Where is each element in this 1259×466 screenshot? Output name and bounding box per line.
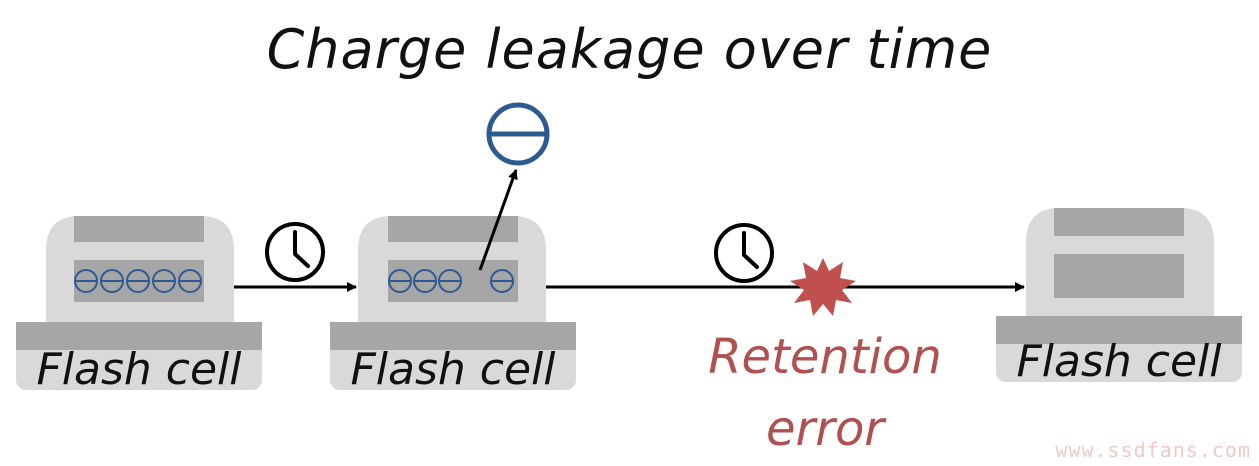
flash-cell-1 — [16, 216, 262, 390]
electron-group — [388, 269, 514, 293]
watermark: www.ssdfans.com — [1055, 438, 1251, 462]
floating-gate — [1054, 254, 1184, 298]
retention-error-label-line1: Retention — [708, 329, 942, 385]
retention-error-label-line2: error — [765, 401, 885, 457]
clock-icon — [714, 223, 774, 283]
cell-1-label: Flash cell — [36, 344, 242, 395]
control-gate — [1054, 208, 1184, 236]
flash-cell-2 — [330, 216, 576, 390]
control-gate — [74, 216, 204, 242]
leaked-electron-icon — [486, 102, 550, 166]
cell-2-label: Flash cell — [350, 344, 556, 395]
flash-cell-3 — [996, 208, 1242, 382]
diagram-title: Charge leakage over time — [266, 18, 993, 81]
cell-3-label: Flash cell — [1016, 336, 1222, 387]
clock-icon — [265, 222, 325, 282]
electron-group — [74, 269, 202, 293]
error-burst-icon — [790, 258, 856, 316]
leakage-arrow — [478, 169, 518, 271]
